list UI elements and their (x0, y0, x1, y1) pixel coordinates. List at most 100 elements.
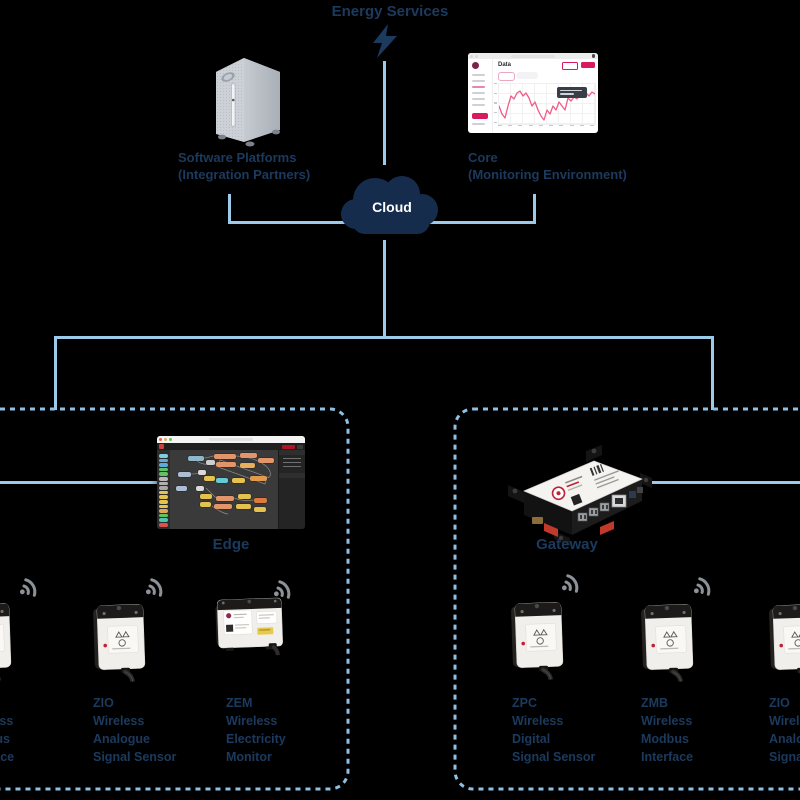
url-bar (511, 55, 555, 58)
palette-node (158, 495, 168, 499)
edge-group-box (0, 407, 350, 791)
palette-node (158, 490, 168, 495)
palette-node (158, 509, 168, 513)
device-label-line: Signal Sensor (512, 750, 596, 764)
line-chart (498, 83, 596, 125)
device-image-zmb-right (637, 595, 700, 683)
core-label-line1: Core (468, 150, 498, 165)
core-label-line2: (Monitoring Environment) (468, 167, 627, 182)
device-label-zio-right: ZIO Wireless Analogue Signal Sensor (769, 694, 800, 766)
sidebar-section (279, 473, 305, 478)
device-label-line: Wireless (512, 714, 564, 728)
device-label-zmb-right: ZMB Wireless Modbus Interface (641, 694, 693, 766)
avatar-dot (591, 54, 595, 58)
server-tower-image (216, 58, 280, 147)
x-axis-ticks (498, 125, 594, 127)
node-red-logo-icon (159, 444, 164, 449)
device-label-line: Wireless (226, 714, 278, 728)
wireless-signal-icon (560, 571, 586, 595)
primary-button (581, 62, 595, 68)
flow-node (215, 478, 228, 483)
flow-node (215, 496, 234, 501)
connector-line-gateway-right (644, 481, 800, 484)
palette-node (158, 522, 168, 527)
flow-node (235, 504, 251, 509)
tooltip-text-line (560, 93, 574, 95)
connector-drop-right (711, 336, 714, 410)
flow-node (195, 486, 204, 491)
connector-line-cloud-trunk (383, 240, 386, 337)
device-label-line: Electricity (226, 732, 286, 746)
flow-node (237, 494, 251, 499)
cloud-icon: Cloud (341, 176, 438, 234)
palette-node (158, 481, 168, 486)
core-label: Core (Monitoring Environment) (468, 149, 627, 183)
device-label-line: Interface (641, 750, 694, 764)
node-red-body (157, 450, 305, 529)
device-label-line: Signal Sensor (769, 750, 800, 764)
device-label-line: Modbus (0, 732, 10, 746)
node-red-header (157, 443, 305, 450)
device-label-line: Wireless (641, 714, 693, 728)
flow-node (203, 476, 215, 481)
edge-label: Edge (212, 536, 250, 553)
flow-node (257, 458, 274, 463)
minimize-dot-icon (164, 438, 167, 441)
sidebar-menu-item-active (472, 86, 485, 88)
flow-node (187, 456, 204, 461)
software-platform-label: Software Platforms (Integration Partners… (178, 149, 310, 183)
device-image-zmb-left (0, 594, 17, 682)
close-dot-icon (159, 438, 162, 441)
device-label-line: ZMB (0, 694, 14, 712)
filter-toggle (498, 72, 515, 81)
device-label-line: ZPC (512, 696, 537, 710)
sidebar-tabs (279, 450, 305, 455)
flow-canvas (169, 450, 279, 529)
sidebar-menu-item (472, 80, 485, 82)
flow-node (253, 507, 266, 512)
flow-node (213, 454, 236, 459)
secondary-button (562, 62, 578, 70)
core-page-heading: Data (498, 62, 512, 68)
sidebar-row (283, 457, 302, 459)
menu-icon (297, 444, 303, 449)
browser-chrome (157, 436, 305, 443)
window-dot-icon (475, 54, 478, 58)
energy-services-title: Energy Services (331, 3, 449, 20)
flow-node (175, 486, 187, 491)
info-sidebar (278, 450, 305, 529)
flow-node (249, 476, 267, 481)
device-label-line: ZIO (769, 696, 790, 710)
connector-line-edge-left (0, 481, 157, 484)
flow-node (239, 463, 255, 468)
core-app-body: Data (468, 59, 598, 133)
browser-chrome (468, 53, 598, 59)
device-label-line: Wireless (93, 714, 145, 728)
flow-node (213, 504, 232, 509)
flow-node (253, 498, 267, 503)
device-label-line: Wireless (769, 714, 800, 728)
device-label-line: Monitor (226, 750, 272, 764)
flow-node (197, 470, 206, 475)
palette-node (158, 513, 168, 518)
sidebar-row (283, 465, 302, 467)
cloud-label: Cloud (372, 199, 412, 215)
connector-bar-bottom (54, 336, 714, 339)
device-label-line: Digital (512, 732, 551, 746)
flow-node (199, 494, 212, 499)
palette-node (158, 458, 168, 463)
url-bar (209, 438, 253, 441)
deploy-button (282, 444, 295, 449)
palette-node (158, 472, 168, 476)
palette-node (158, 463, 168, 467)
core-logo-icon (472, 62, 479, 69)
device-label-line: ZMB (641, 696, 669, 710)
flow-node (205, 460, 215, 465)
flow-node (199, 502, 211, 507)
palette-node (158, 504, 168, 509)
sidebar-menu-item (472, 92, 485, 94)
flow-node (239, 453, 257, 458)
gateway-device-image (508, 445, 652, 546)
sidebar-action-button (472, 112, 488, 119)
